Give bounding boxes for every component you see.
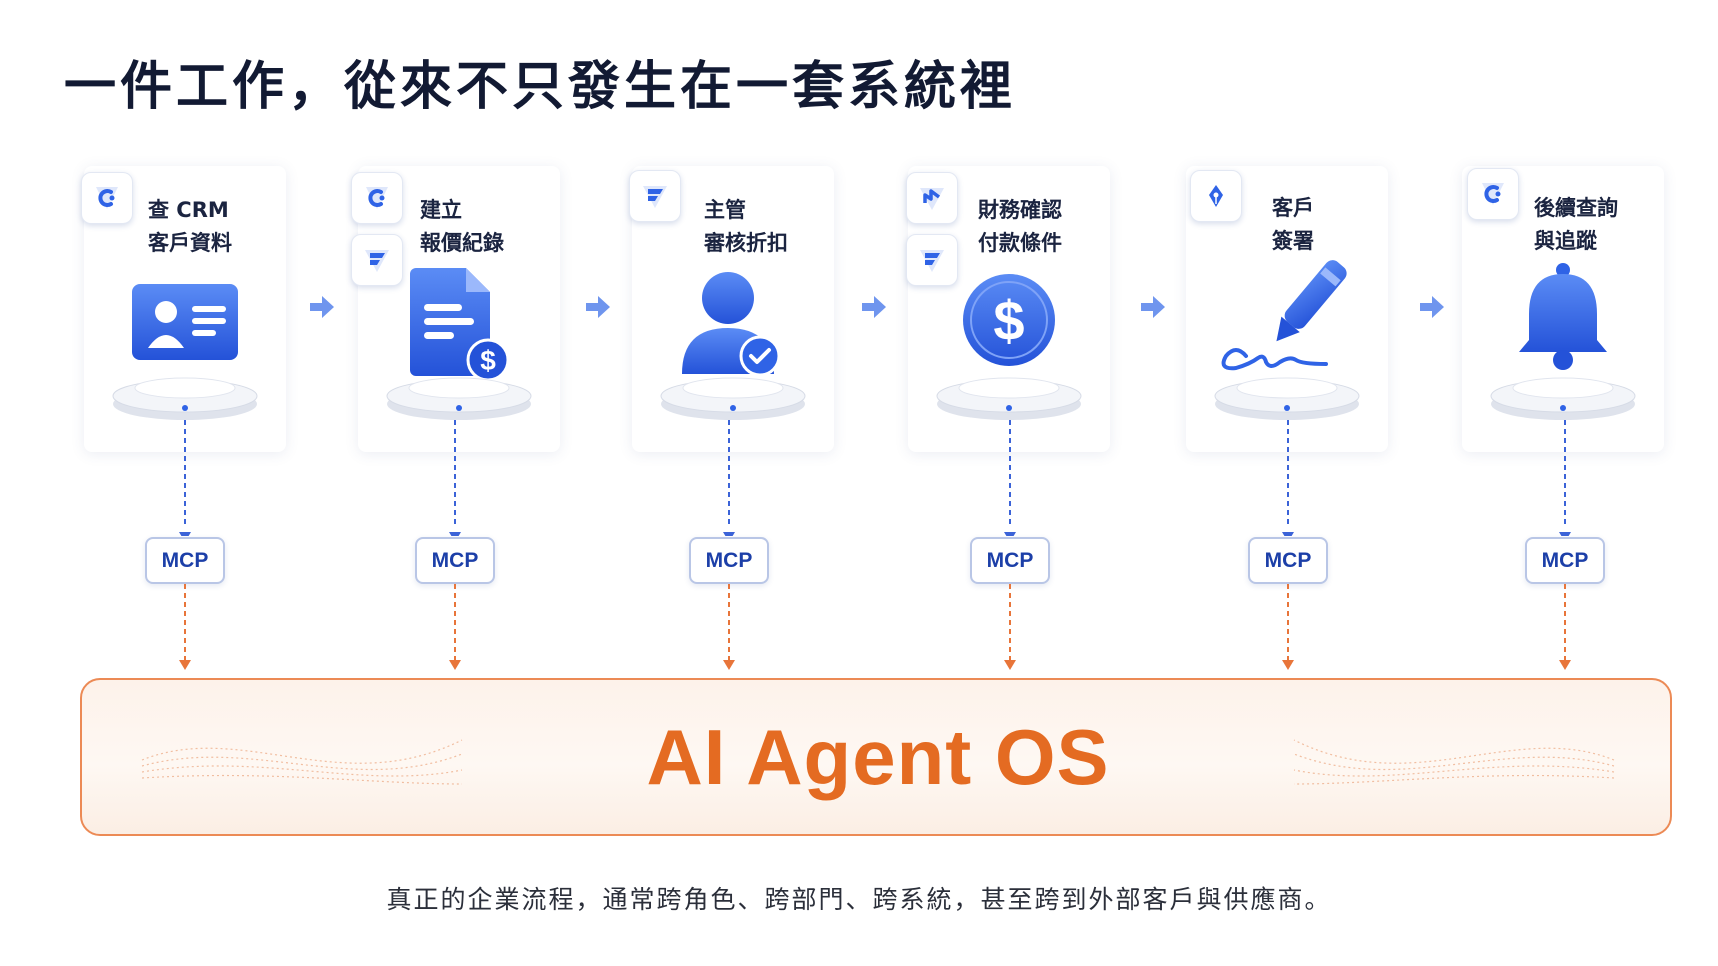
- mcp-connector-box: MCP: [145, 537, 225, 584]
- mcp-connector-box: MCP: [970, 537, 1050, 584]
- crm-logo-icon: [1467, 168, 1519, 220]
- step-label-line2: 報價紀錄: [420, 231, 504, 255]
- mcp-up-connector: [449, 420, 461, 536]
- mcp-down-connector: [179, 584, 191, 670]
- crm-logo-icon: [81, 172, 133, 224]
- mcp-up-connector: [1282, 420, 1294, 536]
- bell-icon: [1490, 263, 1636, 420]
- mcp-down-connector: [1282, 584, 1294, 670]
- step-label-line2: 付款條件: [978, 231, 1062, 255]
- step-label: 查 CRM 客戶資料: [148, 194, 232, 260]
- ai-agent-os-panel: AI Agent OS: [80, 678, 1672, 836]
- mcp-down-connector: [723, 584, 735, 670]
- step-label: 客戶 簽署: [1272, 192, 1314, 258]
- step-label-line1: 客戶: [1272, 196, 1314, 220]
- form-logo-icon: [629, 170, 681, 222]
- mcp-up-connector: [179, 420, 191, 536]
- flow-arrow-icon: [1141, 296, 1165, 318]
- step-card-finance-check: 財務確認 付款條件 $: [906, 166, 1110, 452]
- mcp-down-connector: [449, 584, 461, 670]
- step-label-line2: 與追蹤: [1534, 229, 1597, 253]
- mcp-up-connector: [723, 420, 735, 536]
- step-label-line1: 後續查詢: [1534, 196, 1618, 220]
- svg-text:$: $: [993, 289, 1024, 352]
- finance-logo-icon: [906, 172, 958, 224]
- mcp-connector-box: MCP: [689, 537, 769, 584]
- step-label-line1: 主管: [704, 198, 746, 222]
- step-label: 主管 審核折扣: [704, 194, 788, 260]
- flow-arrow-icon: [862, 296, 886, 318]
- quote-document-icon: $: [386, 268, 532, 420]
- step-label: 財務確認 付款條件: [978, 194, 1062, 260]
- step-label: 後續查詢 與追蹤: [1534, 192, 1618, 258]
- crm-logo-icon: [351, 172, 403, 224]
- footer-caption: 真正的企業流程，通常跨角色、跨部門、跨系統，甚至跨到外部客戶與供應商。: [386, 885, 1332, 914]
- form-logo-icon: [351, 234, 403, 286]
- step-label-line1: 查 CRM: [148, 198, 229, 222]
- step-label-line2: 審核折扣: [704, 231, 788, 255]
- contact-card-icon: [112, 284, 258, 420]
- step-card-customer-sign: 客戶 簽署: [1186, 166, 1388, 452]
- step-card-follow-up: 後續查詢 與追蹤: [1462, 166, 1664, 452]
- signature-pen-icon: [1214, 260, 1360, 420]
- dollar-coin-icon: $: [936, 274, 1082, 420]
- flow-arrow-icon: [310, 296, 334, 318]
- step-label: 建立 報價紀錄: [420, 194, 504, 260]
- mcp-up-connector: [1559, 420, 1571, 536]
- step-card-create-quote: 建立 報價紀錄 $: [351, 166, 560, 452]
- page-title: 一件工作，從來不只發生在一套系統裡: [64, 57, 1017, 117]
- mcp-connector-box: MCP: [415, 537, 495, 584]
- step-label-line2: 客戶資料: [148, 231, 232, 255]
- flow-arrow-icon: [1420, 296, 1444, 318]
- step-card-manager-approval: 主管 審核折扣: [629, 166, 834, 452]
- pen-nib-logo-icon: [1190, 170, 1242, 222]
- step-label-line2: 簽署: [1272, 229, 1314, 253]
- mcp-up-connector: [1004, 420, 1016, 536]
- step-label-line1: 財務確認: [978, 198, 1062, 222]
- step-label-line1: 建立: [420, 198, 462, 222]
- mcp-down-connector: [1559, 584, 1571, 670]
- flow-arrow-icon: [586, 296, 610, 318]
- mcp-down-connector: [1004, 584, 1016, 670]
- decorative-wave-lines: [141, 739, 1615, 785]
- mcp-connector-box: MCP: [1525, 537, 1605, 584]
- form-logo-icon: [906, 234, 958, 286]
- os-title: AI Agent OS: [646, 713, 1110, 801]
- mcp-connector-box: MCP: [1248, 537, 1328, 584]
- svg-text:$: $: [480, 345, 496, 376]
- step-card-crm-lookup: 查 CRM 客戶資料: [81, 166, 286, 452]
- approver-user-icon: [660, 272, 806, 420]
